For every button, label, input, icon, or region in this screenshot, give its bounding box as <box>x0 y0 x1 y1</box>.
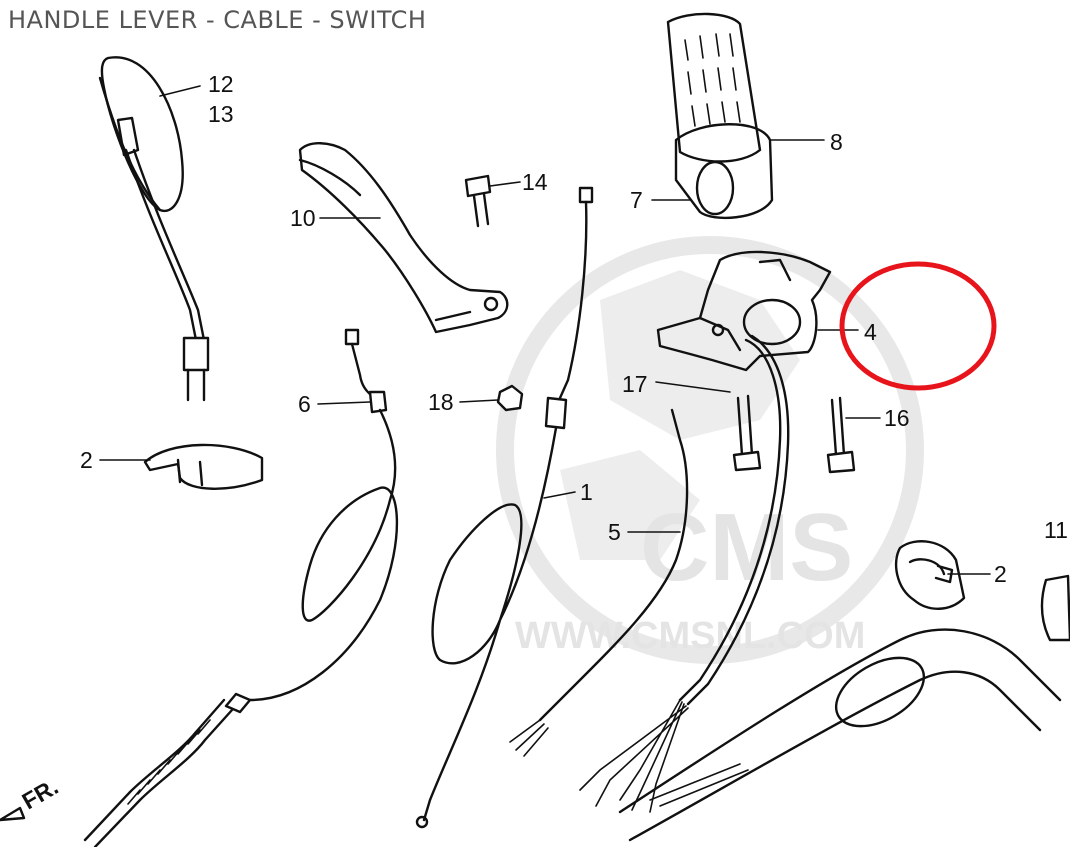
switch-wiring <box>579 334 790 813</box>
callout-8: 8 <box>830 129 843 155</box>
callout-4: 4 <box>864 319 877 345</box>
front-marker-label: FR. <box>18 773 63 814</box>
callout-16: 16 <box>884 405 910 431</box>
nut-18 <box>496 384 524 412</box>
screws <box>732 394 856 474</box>
clutch-cable <box>83 328 399 847</box>
callout-14: 14 <box>522 169 548 195</box>
switch-11 <box>1040 574 1070 642</box>
clutch-lever <box>298 142 509 334</box>
harness-5 <box>509 408 689 757</box>
callout-2-left: 2 <box>80 447 93 473</box>
callout-5: 5 <box>608 519 621 545</box>
callout-6: 6 <box>298 391 311 417</box>
callout-11: 11 <box>1044 517 1068 543</box>
watermark-url: WWW.CMSNL.COM <box>515 615 865 657</box>
watermark: CMS WWW.CMSNL.COM <box>496 236 924 664</box>
callout-18: 18 <box>428 389 454 415</box>
callout-12: 12 <box>208 71 234 97</box>
callout-17: 17 <box>622 371 648 397</box>
callout-labels: 12 13 10 14 8 7 4 17 16 18 6 2 1 5 2 11 <box>80 71 1068 587</box>
callout-10: 10 <box>290 205 316 231</box>
clamp-left <box>143 443 264 490</box>
diagram-title: HANDLE LEVER - CABLE - SWITCH <box>8 6 427 34</box>
throttle-grip <box>666 12 774 220</box>
handlebar <box>618 628 1062 842</box>
bolt-14 <box>464 174 492 228</box>
throttle-cable <box>415 186 594 829</box>
callout-2-right: 2 <box>994 561 1007 587</box>
watermark-logo: CMS <box>640 494 853 601</box>
callout-13: 13 <box>208 101 234 127</box>
front-direction-marker: FR. <box>0 773 63 822</box>
clamp-right <box>894 540 966 610</box>
callout-7: 7 <box>630 187 643 213</box>
callout-1: 1 <box>580 479 593 505</box>
mirror <box>98 56 210 402</box>
right-switch-housing <box>656 250 832 372</box>
highlight-circle <box>839 261 997 391</box>
leader-lines <box>99 85 991 575</box>
